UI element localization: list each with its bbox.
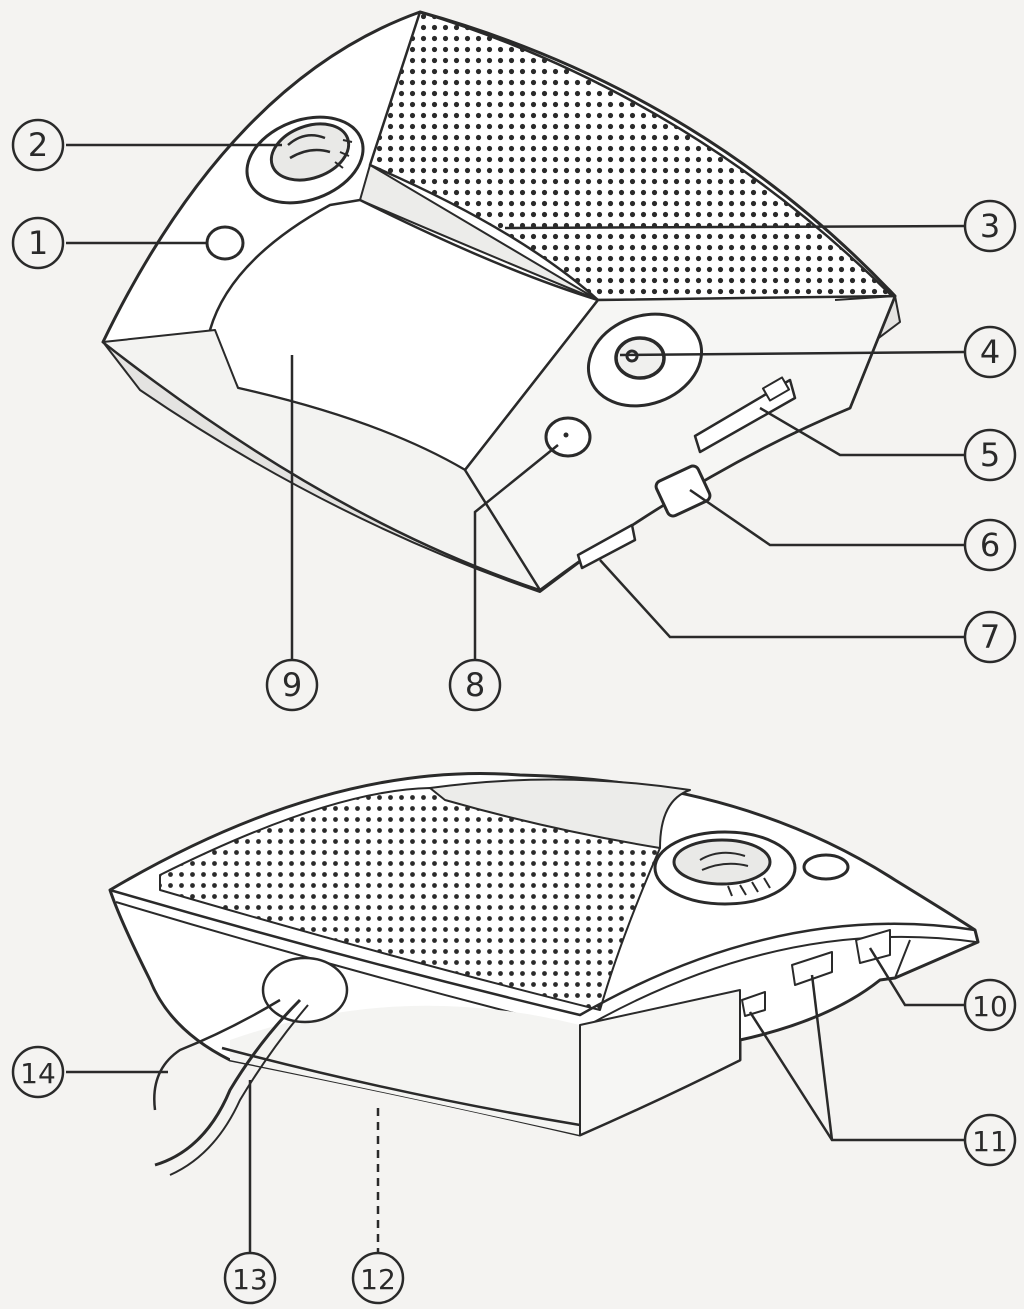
callout-number: 7 [980, 618, 1000, 656]
callout-14: 14 [11, 1045, 65, 1099]
port-11b [791, 951, 833, 986]
callout-9: 9 [265, 658, 319, 712]
cable [154, 998, 302, 1167]
callout-13: 13 [223, 1251, 277, 1305]
callout-circle [11, 216, 65, 270]
cable-opening [261, 956, 349, 1024]
callout-circle [963, 978, 1017, 1032]
callout-number: 3 [980, 207, 1000, 245]
callout-circle [448, 658, 502, 712]
callout-7: 7 [963, 610, 1017, 664]
callout-circle [963, 518, 1017, 572]
callout-circle [351, 1251, 405, 1305]
callout-number: 11 [972, 1125, 1008, 1158]
switch-6 [654, 464, 712, 518]
callout-number: 4 [980, 333, 1000, 371]
callout-11: 11 [963, 1113, 1017, 1167]
leader-lines-bottom [66, 947, 966, 1258]
callout-circle [265, 658, 319, 712]
callout-1: 1 [11, 216, 65, 270]
callout-number: 1 [28, 224, 48, 262]
rear-button [802, 853, 850, 881]
rear-speaker-grille [159, 787, 661, 1011]
callout-8: 8 [448, 658, 502, 712]
callout-circle [11, 118, 65, 172]
callout-circle [963, 325, 1017, 379]
callout-number: 8 [465, 666, 485, 704]
callout-circle [963, 1113, 1017, 1167]
callout-circle [223, 1251, 277, 1305]
device-rear-view [108, 771, 980, 1258]
callout-number: 2 [28, 126, 48, 164]
device-top-view [101, 10, 901, 593]
callout-10: 10 [963, 978, 1017, 1032]
button-4 [614, 336, 666, 380]
callout-number: 6 [980, 526, 1000, 564]
callout-3: 3 [963, 199, 1017, 253]
callout-circle [963, 199, 1017, 253]
callout-number: 10 [972, 990, 1008, 1023]
button-1 [205, 225, 245, 261]
callout-number: 5 [980, 436, 1000, 474]
callout-12: 12 [351, 1251, 405, 1305]
callout-circle [11, 1045, 65, 1099]
connector-7 [576, 523, 637, 570]
callout-number: 14 [20, 1057, 56, 1090]
callout-number: 12 [360, 1263, 396, 1296]
port-11a [741, 991, 766, 1017]
callout-6: 6 [963, 518, 1017, 572]
leader-lines-top [66, 143, 967, 660]
callout-2: 2 [11, 118, 65, 172]
callout-circle [963, 610, 1017, 664]
callout-circle [963, 428, 1017, 482]
nav-knob [269, 122, 351, 182]
callout-5: 5 [963, 428, 1017, 482]
port-10 [855, 929, 891, 964]
callout-number: 13 [232, 1263, 268, 1296]
callout-number: 9 [282, 666, 302, 704]
callout-4: 4 [963, 325, 1017, 379]
